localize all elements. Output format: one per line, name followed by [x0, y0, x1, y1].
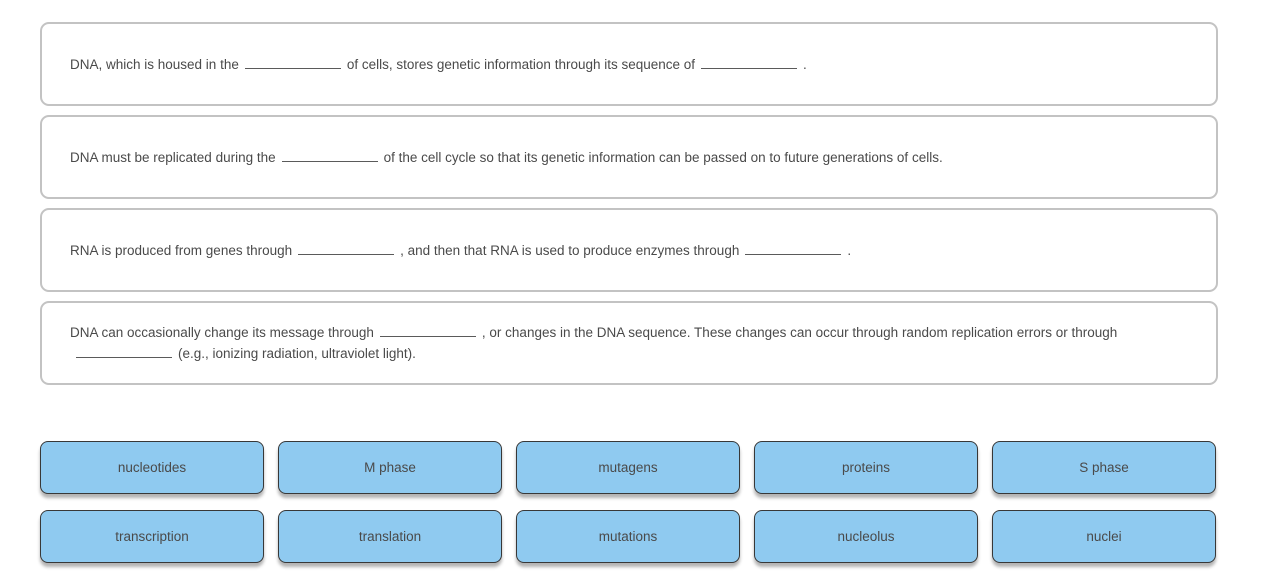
- word-tile[interactable]: S phase: [992, 441, 1216, 494]
- blank-slot[interactable]: [379, 324, 476, 337]
- word-tile[interactable]: M phase: [278, 441, 502, 494]
- question-segment: .: [847, 242, 852, 258]
- word-tile[interactable]: nucleolus: [754, 510, 978, 563]
- question-box: DNA can occasionally change its message …: [40, 301, 1218, 385]
- word-tile[interactable]: proteins: [754, 441, 978, 494]
- word-tile-label: nuclei: [1086, 529, 1122, 544]
- question-segment: DNA must be replicated during the: [70, 149, 276, 165]
- question-box: RNA is produced from genes through , and …: [40, 208, 1218, 292]
- word-tile-label: transcription: [115, 529, 189, 544]
- word-bank-row: transcription translation mutations nucl…: [40, 510, 1271, 563]
- question-box: DNA, which is housed in the of cells, sto…: [40, 22, 1218, 106]
- question-segment: RNA is produced from genes through: [70, 242, 293, 258]
- word-tile[interactable]: mutations: [516, 510, 740, 563]
- question-segment: DNA can occasionally change its message …: [70, 325, 374, 340]
- word-tile[interactable]: transcription: [40, 510, 264, 563]
- question-segment: .: [803, 56, 807, 72]
- word-tile[interactable]: nucleotides: [40, 441, 264, 494]
- word-tile-label: nucleotides: [117, 460, 187, 475]
- question-box: DNA must be replicated during the of the …: [40, 115, 1218, 199]
- question-text: DNA can occasionally change its message …: [70, 322, 1188, 364]
- word-bank: nucleotides M phase mutagens proteins S …: [0, 441, 1271, 563]
- word-tile[interactable]: translation: [278, 510, 502, 563]
- blank-slot[interactable]: [281, 149, 378, 162]
- blank-slot[interactable]: [701, 56, 798, 69]
- blank-slot[interactable]: [745, 242, 842, 255]
- word-tile-label: S phase: [1079, 460, 1129, 475]
- question-segment: , or changes in the DNA sequence. These …: [481, 325, 1118, 340]
- question-text: DNA must be replicated during the of the …: [70, 147, 943, 168]
- question-segment: of the cell cycle so that its genetic in…: [383, 149, 943, 165]
- blank-slot[interactable]: [76, 345, 172, 358]
- word-tile-label: mutagens: [598, 460, 658, 475]
- question-segment: (e.g., ionizing radiation, ultraviolet l…: [178, 346, 416, 361]
- word-tile-label: translation: [358, 529, 422, 544]
- word-tile-label: mutations: [598, 529, 658, 544]
- word-tile-label: M phase: [364, 460, 416, 475]
- word-tile-label: proteins: [841, 460, 891, 475]
- word-tile[interactable]: nuclei: [992, 510, 1216, 563]
- blank-slot[interactable]: [244, 56, 341, 69]
- question-text: RNA is produced from genes through , and …: [70, 240, 851, 261]
- question-segment: of cells, stores genetic information thr…: [346, 56, 696, 72]
- question-text: DNA, which is housed in the of cells, sto…: [70, 54, 807, 75]
- word-tile[interactable]: mutagens: [516, 441, 740, 494]
- question-segment: DNA, which is housed in the: [70, 56, 239, 72]
- blank-slot[interactable]: [298, 242, 395, 255]
- word-bank-row: nucleotides M phase mutagens proteins S …: [40, 441, 1271, 494]
- word-tile-label: nucleolus: [837, 529, 895, 544]
- quiz-area: DNA, which is housed in the of cells, sto…: [40, 22, 1218, 385]
- question-segment: , and then that RNA is used to produce e…: [400, 242, 740, 258]
